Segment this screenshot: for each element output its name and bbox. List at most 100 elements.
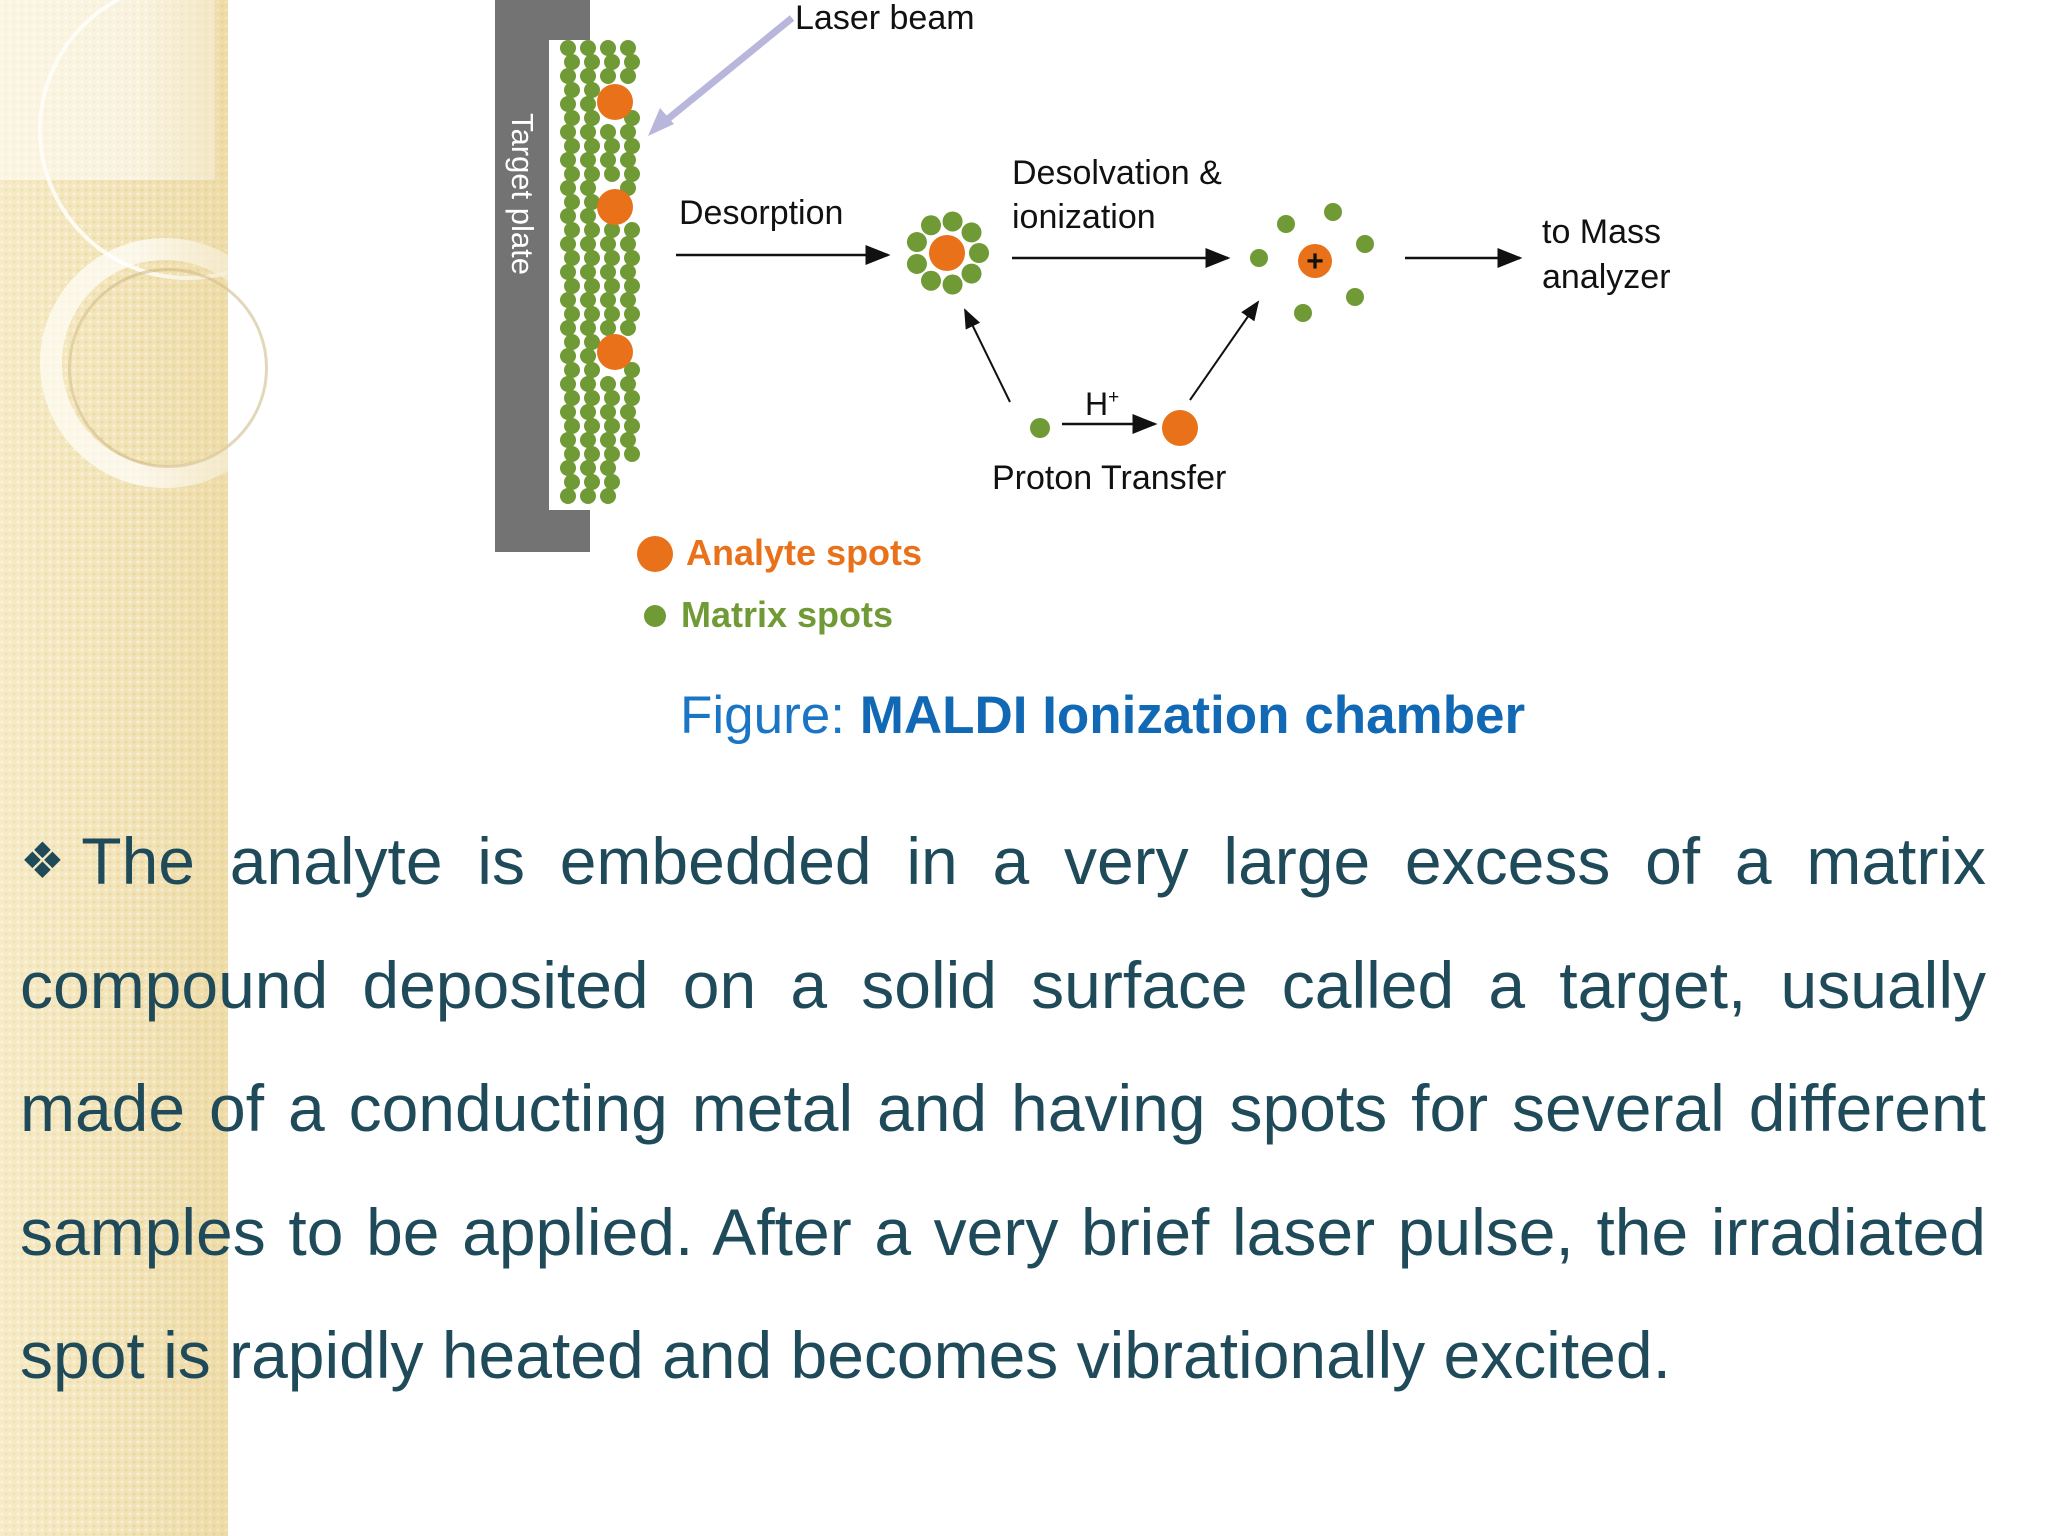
matrix-dot xyxy=(624,138,640,154)
return-arrow xyxy=(964,308,1011,403)
matrix-dot xyxy=(564,334,580,350)
matrix-dot xyxy=(564,222,580,238)
matrix-dot xyxy=(600,124,616,140)
ion-group xyxy=(1250,203,1374,322)
matrix-dot xyxy=(604,222,620,238)
matrix-dot xyxy=(604,138,620,154)
matrix-dot xyxy=(584,334,600,350)
matrix-dot xyxy=(560,404,576,420)
legend-analyte-swatch xyxy=(637,536,673,572)
legend-analyte-label: Analyte spots xyxy=(686,532,922,573)
matrix-dot xyxy=(624,222,640,238)
matrix-dot xyxy=(580,432,596,448)
matrix-dot xyxy=(580,124,596,140)
matrix-dot xyxy=(1277,215,1295,233)
matrix-dot xyxy=(564,138,580,154)
matrix-dot xyxy=(560,180,576,196)
matrix-dot xyxy=(620,236,636,252)
matrix-dot xyxy=(564,446,580,462)
matrix-dot xyxy=(580,208,596,224)
body-paragraph: ❖The analyte is embedded in a very large… xyxy=(20,800,1986,1418)
matrix-dot xyxy=(560,264,576,280)
analyte-ion-dot xyxy=(1298,244,1332,278)
matrix-dot xyxy=(560,460,576,476)
matrix-dot xyxy=(564,82,580,98)
legend-matrix-label: Matrix spots xyxy=(681,594,893,635)
desolvation-label: Desolvation & xyxy=(1012,154,1222,192)
matrix-dot xyxy=(564,54,580,70)
matrix-dot xyxy=(604,418,620,434)
matrix-dot xyxy=(604,306,620,322)
matrix-dot xyxy=(604,446,620,462)
matrix-dot xyxy=(584,222,600,238)
matrix-dot xyxy=(604,390,620,406)
matrix-dot xyxy=(584,390,600,406)
analyte-dot xyxy=(929,235,965,271)
matrix-dot xyxy=(584,306,600,322)
proton-label: H+ xyxy=(1085,386,1119,422)
target-plate-label: Target plate xyxy=(505,113,540,275)
matrix-dot xyxy=(580,348,596,364)
matrix-dot xyxy=(580,292,596,308)
ionize-arrow xyxy=(1189,300,1260,401)
matrix-dot xyxy=(620,292,636,308)
matrix-dot xyxy=(560,40,576,56)
matrix-dot xyxy=(584,418,600,434)
matrix-dot xyxy=(580,96,596,112)
figure-caption: Figure: MALDI Ionization chamber xyxy=(680,685,1600,746)
matrix-dot xyxy=(600,292,616,308)
matrix-dot xyxy=(580,404,596,420)
to-mass-label: to Mass xyxy=(1542,213,1661,251)
matrix-dot xyxy=(624,54,640,70)
matrix-dot xyxy=(580,376,596,392)
matrix-dot xyxy=(580,152,596,168)
matrix-dot xyxy=(620,40,636,56)
matrix-dot xyxy=(584,194,600,210)
matrix-dot xyxy=(560,236,576,252)
matrix-dot xyxy=(969,243,989,263)
matrix-dot xyxy=(564,278,580,294)
matrix-dot xyxy=(600,460,616,476)
matrix-dot xyxy=(560,376,576,392)
matrix-dot xyxy=(560,292,576,308)
matrix-dot xyxy=(961,263,982,284)
matrix-dot xyxy=(580,488,596,504)
matrix-dot xyxy=(600,404,616,420)
matrix-dot xyxy=(584,54,600,70)
matrix-dot xyxy=(580,264,596,280)
matrix-dot xyxy=(624,306,640,322)
ionization-label: ionization xyxy=(1012,198,1156,236)
matrix-dot xyxy=(624,278,640,294)
matrix-dot xyxy=(584,250,600,266)
matrix-dot xyxy=(624,362,640,378)
matrix-dot xyxy=(1250,249,1268,267)
matrix-dot xyxy=(600,320,616,336)
matrix-dot xyxy=(600,152,616,168)
matrix-dot xyxy=(564,474,580,490)
legend: Analyte spots Matrix spots xyxy=(637,532,922,635)
decorative-ring xyxy=(68,268,268,468)
matrix-dot xyxy=(1346,288,1364,306)
matrix-column xyxy=(560,40,640,504)
legend-matrix-swatch xyxy=(644,605,666,627)
matrix-dot xyxy=(560,320,576,336)
matrix-dot xyxy=(604,278,620,294)
matrix-dot xyxy=(1324,203,1342,221)
matrix-dot xyxy=(584,278,600,294)
caption-title: MALDI Ionization chamber xyxy=(859,686,1526,745)
matrix-dot xyxy=(600,40,616,56)
matrix-dot xyxy=(560,124,576,140)
matrix-dot xyxy=(564,390,580,406)
matrix-dot xyxy=(1294,304,1312,322)
matrix-dot xyxy=(1356,235,1374,253)
target-plate: Target plate xyxy=(495,0,615,552)
analyte-dot xyxy=(597,334,633,370)
matrix-dot xyxy=(564,166,580,182)
desorption-label: Desorption xyxy=(679,194,843,232)
matrix-dot xyxy=(560,348,576,364)
matrix-dot xyxy=(600,236,616,252)
matrix-dot xyxy=(906,253,927,274)
analyte-dot xyxy=(597,189,633,225)
proton-transfer-label: Proton Transfer xyxy=(992,459,1226,497)
matrix-dot xyxy=(584,110,600,126)
